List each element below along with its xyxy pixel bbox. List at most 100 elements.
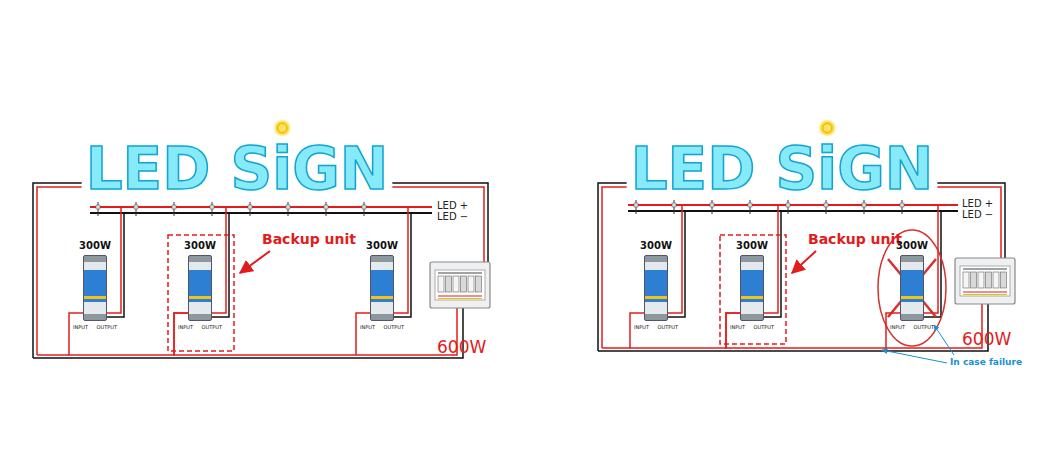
backup-frame xyxy=(720,235,786,344)
callout-note: In case failure xyxy=(950,357,1022,367)
power-supply: 300W INPUTOUTPUT xyxy=(730,240,774,330)
wire xyxy=(668,211,685,317)
callout-arrow xyxy=(792,251,816,273)
wire xyxy=(392,187,484,262)
wire xyxy=(937,183,1005,258)
power-supply: 300W INPUTOUTPUT xyxy=(360,240,404,330)
power-supply: 300W INPUT OUTPUT xyxy=(890,240,934,330)
wattage-label: 300W xyxy=(366,240,398,252)
psu-body xyxy=(188,255,212,321)
sign-connector xyxy=(672,203,676,207)
terminal-label: OUTPUT xyxy=(384,324,404,330)
terminal-block xyxy=(446,276,452,292)
wattage-label: 300W xyxy=(79,240,111,252)
terminal-label: INPUT xyxy=(890,324,905,330)
light-bulb xyxy=(278,124,287,133)
psu-body xyxy=(83,255,107,321)
terminal-label: OUTPUT xyxy=(914,324,934,330)
wire xyxy=(438,295,482,296)
wire xyxy=(212,213,229,317)
terminal-label: INPUT xyxy=(178,324,193,330)
sign-connector xyxy=(748,203,752,207)
text-label: Backup unit xyxy=(808,232,902,247)
text-label: 600W xyxy=(962,330,1011,349)
wire xyxy=(963,294,1007,295)
text-label: Backup unit xyxy=(262,232,356,247)
wire xyxy=(628,210,958,212)
wire xyxy=(764,205,778,313)
terminal-row: INPUT OUTPUT xyxy=(178,324,222,330)
terminal-block xyxy=(438,276,444,292)
wire xyxy=(602,187,627,348)
text-label: LED − xyxy=(962,209,993,220)
wire xyxy=(598,183,627,351)
terminal-row: INPUTOUTPUT xyxy=(360,324,404,330)
power-supply: 300W INPUT OUTPUT xyxy=(178,240,222,330)
wattage-label: 300W xyxy=(640,240,672,252)
sign-connector xyxy=(710,203,714,207)
wire xyxy=(602,347,630,349)
terminal-block xyxy=(993,272,999,288)
wire xyxy=(963,269,1007,270)
terminal-block xyxy=(986,272,992,288)
terminal-block xyxy=(963,272,969,288)
backup-frame xyxy=(168,235,234,351)
sign-connector xyxy=(824,203,828,207)
terminal-row: INPUT OUTPUT xyxy=(634,324,678,330)
psu-body xyxy=(644,255,668,321)
psu-body xyxy=(370,255,394,321)
terminal-label: OUTPUT xyxy=(202,324,222,330)
wattage-label: 300W xyxy=(736,240,768,252)
sign-connector xyxy=(172,205,176,209)
sign-connector xyxy=(862,203,866,207)
wire xyxy=(963,291,1007,292)
sign-lettering: LED SiGN xyxy=(86,140,389,198)
sign-connector xyxy=(210,205,214,209)
wire xyxy=(90,212,432,214)
bulb-glow xyxy=(273,119,291,137)
power-supply: 300WINPUTOUTPUT xyxy=(73,240,117,330)
terminal-row: INPUTOUTPUT xyxy=(730,324,774,330)
wire xyxy=(107,213,124,317)
wire xyxy=(438,298,482,299)
wire xyxy=(33,183,82,358)
sign-connector xyxy=(900,203,904,207)
wire xyxy=(212,207,226,313)
terminal-panel xyxy=(435,270,485,300)
wire xyxy=(937,187,1001,258)
terminal-block xyxy=(971,272,977,288)
terminal-block xyxy=(461,276,467,292)
text-label: LED − xyxy=(437,211,468,222)
bulb-glow xyxy=(818,119,836,137)
terminal-block xyxy=(978,272,984,288)
distribution-box xyxy=(955,258,1015,304)
wattage-label: 300W xyxy=(184,240,216,252)
text-label: LED + xyxy=(962,198,993,209)
wire xyxy=(90,206,432,208)
terminal-label: OUTPUT xyxy=(754,324,774,330)
power-supply: 300W INPUT OUTPUT xyxy=(634,240,678,330)
wire xyxy=(394,207,408,313)
callout-arrow xyxy=(240,251,270,273)
sign-lettering: LED SiGN xyxy=(631,140,934,198)
text-label: LED + xyxy=(437,200,468,211)
terminal-label: INPUT xyxy=(634,324,649,330)
terminal-block xyxy=(476,276,482,292)
terminal-label: OUTPUT xyxy=(658,324,678,330)
wire xyxy=(37,354,69,356)
terminal-panel xyxy=(960,266,1010,296)
sign-connector xyxy=(96,205,100,209)
wire xyxy=(628,204,958,206)
wire xyxy=(764,211,781,317)
leader-line xyxy=(934,325,954,355)
wattage-label: 300W xyxy=(896,240,928,252)
wire xyxy=(668,205,682,313)
wire xyxy=(107,207,121,313)
text-label: 600W xyxy=(437,338,486,357)
distribution-box xyxy=(430,262,490,308)
wire xyxy=(392,183,488,262)
sign-connector xyxy=(134,205,138,209)
terminal-block xyxy=(453,276,459,292)
psu-body xyxy=(740,255,764,321)
terminal-label: INPUT xyxy=(73,324,88,330)
